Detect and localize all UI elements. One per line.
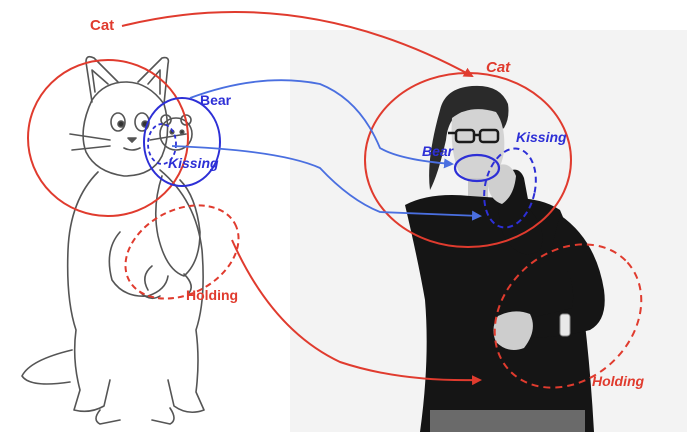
cat-nose (128, 138, 136, 142)
photo-panel (290, 30, 687, 432)
label-kissing-right: Kissing (516, 129, 567, 145)
cat-feet (96, 408, 174, 424)
bear-legs (145, 266, 191, 294)
cat-left-pupil (118, 121, 124, 127)
cat-tail (22, 350, 72, 384)
label-holding-right: Holding (592, 373, 645, 389)
cat-left-ear-inner (92, 70, 108, 92)
cat-mouth (124, 148, 140, 150)
bear-body (156, 176, 200, 276)
label-cat-right: Cat (486, 59, 511, 76)
wristwatch (560, 314, 570, 336)
label-cat-left: Cat (90, 17, 114, 34)
label-kissing-left: Kissing (168, 155, 219, 171)
label-bear-right: Bear (422, 143, 455, 159)
cat-head (83, 82, 167, 176)
person-pants (430, 410, 585, 432)
cat-drawing (22, 57, 204, 424)
label-bear-left: Bear (200, 92, 232, 108)
bear-region-left (144, 98, 220, 186)
label-holding-left: Holding (186, 287, 238, 303)
bear-eye-2 (180, 130, 184, 134)
